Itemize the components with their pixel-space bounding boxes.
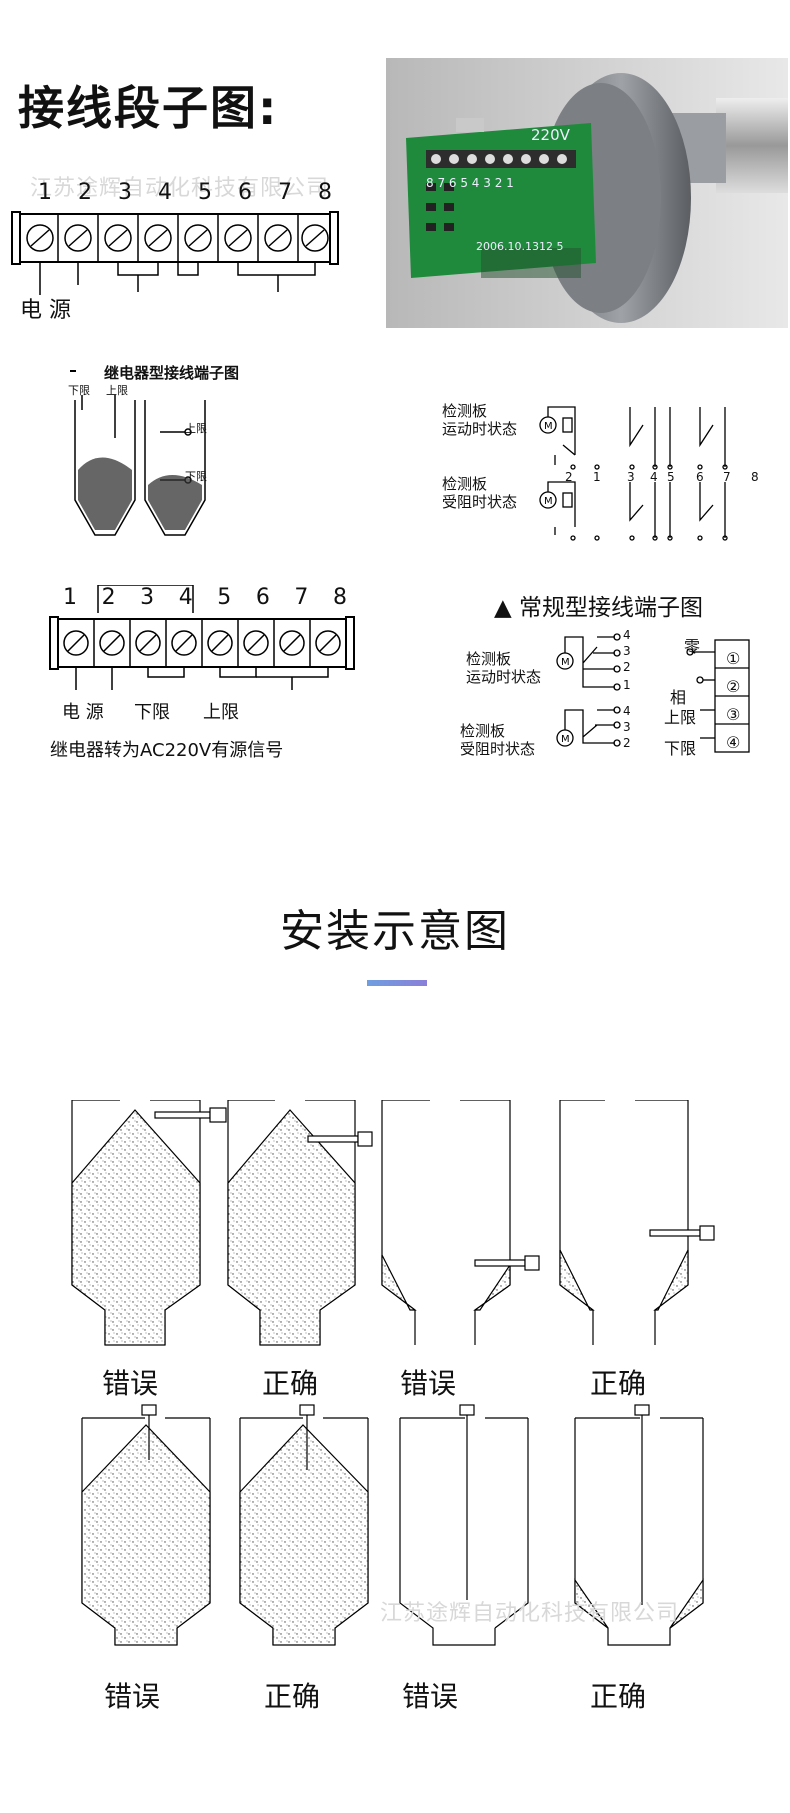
conv-moving-label: 检测板 运动时状态 xyxy=(466,650,542,686)
zero-label: 零 xyxy=(684,637,701,656)
caption-correct: 正确 xyxy=(590,1367,647,1400)
terminal-number: 3 xyxy=(140,585,155,610)
state-moving-label: 检测板 运动时状态 xyxy=(442,402,518,438)
terminal-number: 7 xyxy=(294,585,309,610)
terminal-numbers: 1 2 3 4 5 6 7 8 xyxy=(35,180,335,205)
photo-mark-text: 8 7 6 5 4 3 2 1 xyxy=(426,176,514,190)
watermark: 江苏途辉自动化科技有限公司 xyxy=(30,176,330,201)
phase-label: 相 xyxy=(670,688,687,707)
state-blocked-label: 检测板 受阻时状态 xyxy=(442,475,518,511)
box-num: ① xyxy=(726,649,741,668)
silo-upper-label: 上限 xyxy=(106,384,128,397)
terminal-number: 2 xyxy=(101,585,116,610)
contact-num: 8 xyxy=(751,470,759,484)
pin-num: 3 xyxy=(623,720,631,734)
terminal-number: 6 xyxy=(238,180,252,205)
relay-power-label: 电 源 xyxy=(62,702,104,723)
silo-upper-small: 上限 xyxy=(185,422,207,435)
svg-text:M: M xyxy=(561,657,570,668)
pin-num: 3 xyxy=(623,644,631,658)
contact-num: 7 xyxy=(723,470,731,484)
device-photo-drawing xyxy=(386,58,788,328)
terminal-number: 3 xyxy=(118,180,132,205)
box-num: ④ xyxy=(726,733,741,752)
box-num: ② xyxy=(726,677,741,696)
caption-wrong: 错误 xyxy=(402,1680,459,1713)
terminal-number: 8 xyxy=(332,585,347,610)
power-label: 电 源 xyxy=(20,298,71,323)
relay-upper-label: 上限 xyxy=(203,702,239,723)
terminal-number: 4 xyxy=(158,180,172,205)
relay-terminal-strip: 1 2 3 4 5 6 7 8 电 源 下限 上限 xyxy=(48,585,378,735)
terminal-number: 5 xyxy=(217,585,232,610)
contact-num: 1 xyxy=(593,470,601,484)
caption-correct: 正确 xyxy=(590,1680,647,1713)
pin-num: 1 xyxy=(623,678,631,692)
relay-terminal-drawing xyxy=(49,585,355,690)
title-underline xyxy=(367,980,427,986)
device-photo: 220V 8 7 6 5 4 3 2 1 2006.10.1312 5 xyxy=(386,58,788,328)
relay-note: 继电器转为AC220V有源信号 xyxy=(50,740,284,761)
install-diagrams xyxy=(71,1100,715,1646)
terminal-number: 5 xyxy=(198,180,212,205)
conv-moving-pins: 4 3 2 1 xyxy=(623,627,631,693)
terminal-strip: 1 2 3 4 5 6 7 8 电 源 xyxy=(10,180,390,323)
terminal-number: 4 xyxy=(178,585,193,610)
upper-label: 上限 xyxy=(664,708,697,727)
svg-text:M: M xyxy=(544,421,553,432)
silo-limit-drawing xyxy=(70,370,206,536)
conventional-title: ▲ 常规型接线端子图 xyxy=(494,595,703,621)
silo-lower-small: 下限 xyxy=(185,470,207,483)
svg-text:M: M xyxy=(544,496,553,507)
conv-blocked-pins: 4 3 2 xyxy=(623,703,631,751)
pin-num: 2 xyxy=(623,736,631,750)
svg-text:M: M xyxy=(561,734,570,745)
install-title: 安装示意图 xyxy=(280,906,510,957)
contact-num: 5 xyxy=(667,470,675,484)
lower-label: 下限 xyxy=(664,739,697,758)
contact-num: 2 xyxy=(565,470,573,484)
caption-wrong: 错误 xyxy=(400,1367,457,1400)
photo-board-text: 220V xyxy=(531,126,570,144)
watermark-bottom: 江苏途辉自动化科技有限公司 xyxy=(380,1601,680,1626)
photo-serial: 2006.10.1312 5 xyxy=(476,240,564,253)
contact-num: 6 xyxy=(696,470,704,484)
conventional-box xyxy=(686,639,750,753)
silo-lower-label: 下限 xyxy=(68,384,90,397)
conventional-contacts: M M xyxy=(556,633,621,747)
caption-wrong: 错误 xyxy=(102,1367,159,1400)
terminal-number: 2 xyxy=(78,180,92,205)
pin-num: 4 xyxy=(623,628,631,642)
contact-diagrams: M M xyxy=(539,406,728,541)
pin-num: 2 xyxy=(623,660,631,674)
page-title: 接线段子图: xyxy=(18,81,279,135)
terminal-number: 6 xyxy=(255,585,270,610)
relay-lower-label: 下限 xyxy=(134,702,170,723)
relay-title: 继电器型接线端子图 xyxy=(104,364,240,382)
terminal-number: 1 xyxy=(63,585,77,610)
box-num: ③ xyxy=(726,705,741,724)
box-numbers: ① ② ③ ④ xyxy=(726,645,740,757)
terminal-number: 1 xyxy=(38,180,52,205)
caption-correct: 正确 xyxy=(264,1680,321,1713)
terminal-number: 8 xyxy=(318,180,332,205)
conv-blocked-label: 检测板 受阻时状态 xyxy=(460,722,536,758)
terminal-strip-drawing xyxy=(11,211,339,295)
pin-num: 4 xyxy=(623,704,631,718)
contact-num: 4 xyxy=(650,470,658,484)
contact-num: 3 xyxy=(627,470,635,484)
terminal-number: 7 xyxy=(278,180,292,205)
caption-correct: 正确 xyxy=(262,1367,319,1400)
caption-wrong: 错误 xyxy=(104,1680,161,1713)
